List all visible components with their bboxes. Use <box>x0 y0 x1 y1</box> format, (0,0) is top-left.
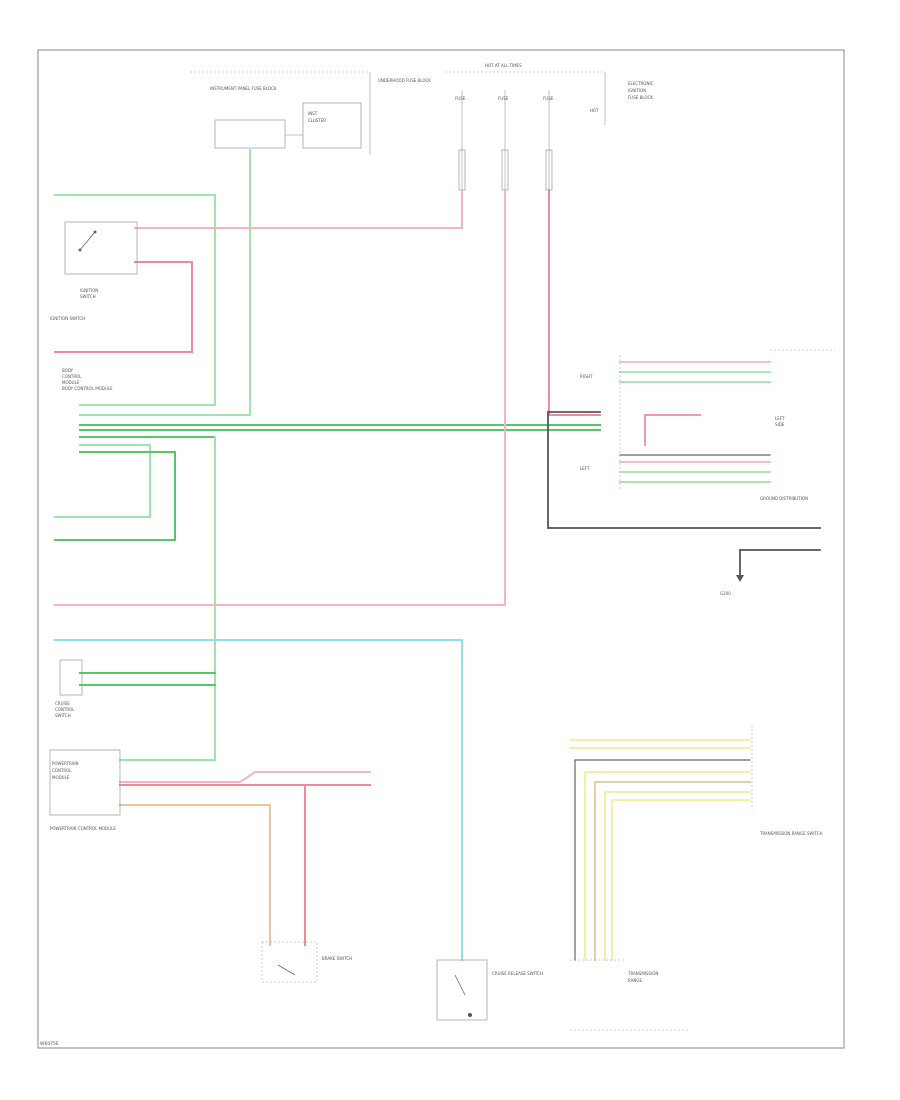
svg-text:INST: INST <box>308 111 318 116</box>
pcm-label: POWERTRAIN CONTROL MODULE <box>50 826 116 831</box>
svg-text:G200: G200 <box>720 591 731 596</box>
brake-switch: BRAKE SWITCH <box>261 941 352 983</box>
wire-green-long <box>119 436 216 761</box>
cruise-release-switch: CRUISE RELEASE SWITCH <box>436 959 543 1021</box>
bcm-connector: BODY CONTROL MODULE BODY CONTROL MODULE <box>62 368 113 391</box>
svg-text:BODY: BODY <box>62 368 74 373</box>
fuse-3: FUSE <box>543 90 554 191</box>
svg-text:RANGE: RANGE <box>628 978 642 983</box>
wire-red-right <box>548 189 601 416</box>
wire-green-top <box>79 149 251 416</box>
ignition-switch: IGNITION SWITCH IGNITION SWITCH <box>50 221 138 321</box>
svg-text:CONTROL: CONTROL <box>52 768 72 773</box>
svg-text:HOT: HOT <box>590 108 599 113</box>
svg-text:CONTROL: CONTROL <box>55 707 75 712</box>
svg-text:FUSE: FUSE <box>455 96 466 101</box>
svg-text:ELECTRONIC: ELECTRONIC <box>628 81 654 86</box>
ground-symbol: G200 <box>720 575 744 596</box>
wire-black-ground <box>739 549 821 576</box>
svg-text:SWITCH: SWITCH <box>55 713 71 718</box>
wire-green-outer <box>54 194 216 406</box>
wires <box>54 149 821 961</box>
wire-green-lower-2 <box>54 451 176 541</box>
svg-text:FUSE BLOCK: FUSE BLOCK <box>628 95 653 100</box>
fuse-1: FUSE <box>455 90 466 191</box>
inst-panel-box <box>214 119 286 149</box>
wire-red-loop <box>54 261 193 353</box>
wire-green-lower-1 <box>54 444 151 518</box>
svg-text:LEFT: LEFT <box>775 416 785 421</box>
right-module: RIGHT LEFT LEFT SIDE GROUND DISTRIBUTION <box>580 349 835 501</box>
trans-range-label: TRANSMISSION RANGE SWITCH <box>759 831 823 836</box>
svg-text:SWITCH: SWITCH <box>80 294 96 299</box>
fuse-2: FUSE <box>498 90 509 191</box>
ignition-switch-label: IGNITION SWITCH <box>50 316 85 321</box>
pcm-box: POWERTRAIN CONTROL MODULE POWERTRAIN CON… <box>49 749 121 831</box>
ground-label: GROUND DISTRIBUTION <box>760 496 808 501</box>
wire-red-ign <box>134 189 463 229</box>
svg-text:CRUISE: CRUISE <box>55 701 70 706</box>
wire-red-long <box>54 189 506 606</box>
wire-black-right <box>547 411 821 529</box>
inst-cluster-box <box>302 102 362 149</box>
svg-text:FUSE: FUSE <box>498 96 509 101</box>
speed-control-switch: CRUISE CONTROL SWITCH <box>55 659 83 718</box>
fuse-block-label: INSTRUMENT PANEL FUSE BLOCK <box>210 86 277 91</box>
svg-text:POWERTRAIN: POWERTRAIN <box>52 761 79 766</box>
top-fuse-area: HOT AT ALL TIMES INSTRUMENT PANEL FUSE B… <box>190 63 654 191</box>
svg-text:CONTROL: CONTROL <box>62 374 82 379</box>
svg-text:FUSE: FUSE <box>543 96 554 101</box>
svg-text:CLUSTER: CLUSTER <box>308 118 326 123</box>
svg-text:SIDE: SIDE <box>775 422 785 427</box>
wire-cyan <box>54 639 463 961</box>
cruise-release-label: CRUISE RELEASE SWITCH <box>492 971 543 976</box>
svg-text:MODULE: MODULE <box>62 380 80 385</box>
svg-text:RIGHT: RIGHT <box>580 374 593 379</box>
svg-text:TRANSMISSION: TRANSMISSION <box>627 971 658 976</box>
svg-text:LEFT: LEFT <box>580 466 590 471</box>
bcm-label: BODY CONTROL MODULE <box>62 386 113 391</box>
brake-switch-label: BRAKE SWITCH <box>322 956 352 961</box>
footer-code: W6075E <box>40 1041 59 1047</box>
wire-pink-brake <box>119 771 371 783</box>
transmission-range-switch: TRANSMISSION RANGE SWITCH TRANSMISSION R… <box>570 725 823 1031</box>
svg-text:IGNITION: IGNITION <box>80 288 98 293</box>
svg-text:IGNITION: IGNITION <box>628 88 646 93</box>
svg-text:MODULE: MODULE <box>52 775 70 780</box>
top-hot-label: HOT AT ALL TIMES <box>485 63 522 68</box>
wire-tan <box>119 804 271 946</box>
diagram-frame <box>37 49 845 1049</box>
underhood-label: UNDERHOOD FUSE BLOCK <box>378 78 431 83</box>
